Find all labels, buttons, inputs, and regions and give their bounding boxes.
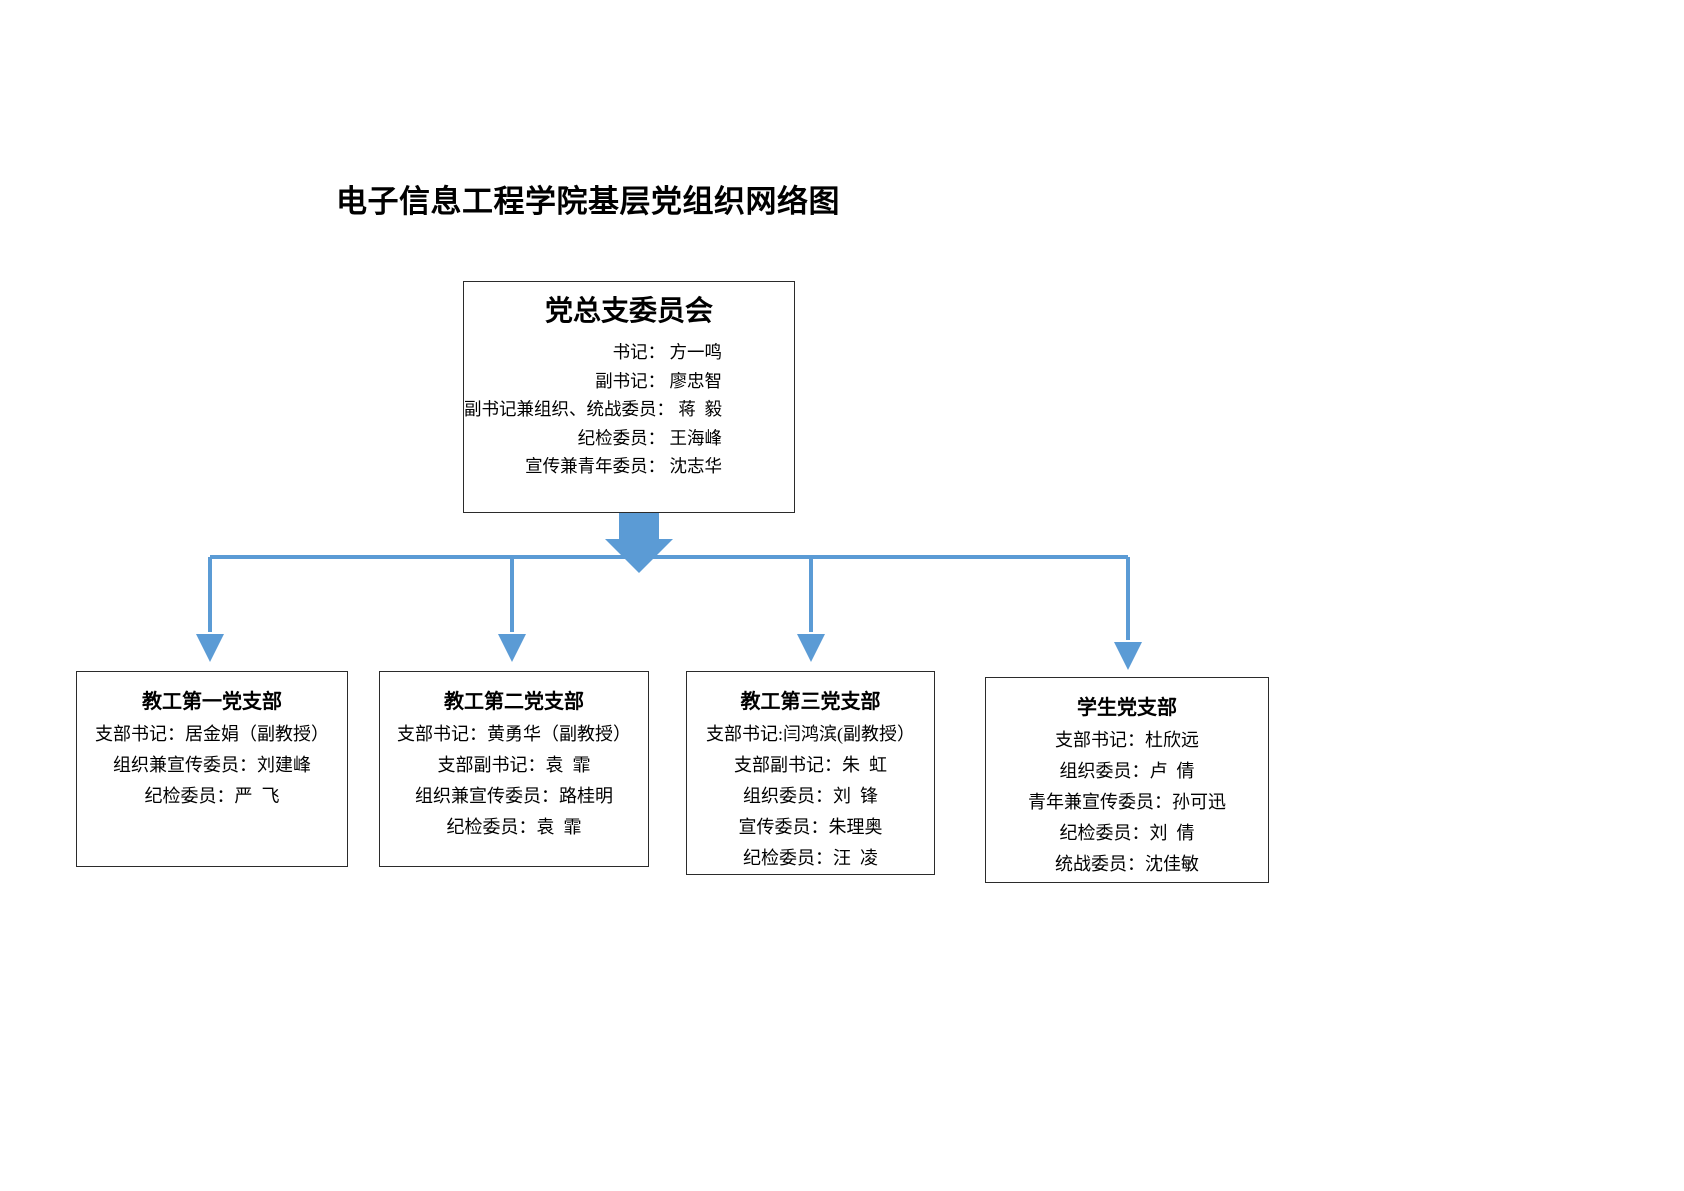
member-line: 纪检委员：严 飞 [144, 785, 280, 806]
member-line: 纪检委员： 王海峰 [577, 427, 722, 448]
connector-to-child-2 [498, 557, 526, 662]
member-line: 宣传兼青年委员： 沈志华 [525, 456, 722, 477]
member-line: 组织兼宣传委员：刘建峰 [113, 754, 311, 775]
member-line: 纪检委员：汪 凌 [743, 847, 878, 868]
member-line: 统战委员：沈佳敏 [1055, 853, 1199, 874]
page-title: 电子信息工程学院基层党组织网络图 [336, 184, 840, 219]
member-line: 宣传委员：朱理奥 [738, 816, 883, 837]
member-line: 支部书记：杜欣远 [1055, 730, 1199, 750]
node-title: 教工第三党支部 [740, 691, 881, 713]
member-line: 组织委员：卢 倩 [1059, 760, 1195, 781]
org-node-student-branch: 学生党支部 支部书记：杜欣远 组织委员：卢 倩 青年兼宣传委员：孙可迅 纪检委员… [985, 677, 1269, 883]
member-line: 支部书记：居金娟（副教授） [95, 724, 329, 744]
node-member-list: 书记： 方一鸣 副书记： 廖忠智 副书记兼组织、统战委员： 蒋 毅 纪检委员： … [464, 338, 794, 481]
member-line: 青年兼宣传委员：孙可迅 [1028, 791, 1226, 812]
org-node-party-general-branch-committee: 党总支委员会 书记： 方一鸣 副书记： 廖忠智 副书记兼组织、统战委员： 蒋 毅… [463, 281, 795, 513]
member-line: 支部书记:闫鸿滨(副教授） [706, 724, 915, 744]
org-node-faculty-branch-1: 教工第一党支部 支部书记：居金娟（副教授） 组织兼宣传委员：刘建峰 纪检委员：严… [76, 671, 348, 867]
member-line: 纪检委员：袁 霏 [446, 816, 582, 837]
org-node-faculty-branch-2: 教工第二党支部 支部书记：黄勇华（副教授） 支部副书记：袁 霏 组织兼宣传委员：… [379, 671, 649, 867]
member-line: 组织委员：刘 锋 [743, 785, 878, 806]
connector-to-child-4 [1114, 557, 1142, 670]
member-line: 支部副书记：朱 虹 [734, 754, 887, 775]
node-member-list: 支部书记：杜欣远 组织委员：卢 倩 青年兼宣传委员：孙可迅 纪检委员：刘 倩 统… [986, 725, 1268, 880]
member-line: 副书记兼组织、统战委员： 蒋 毅 [464, 399, 723, 420]
node-member-list: 支部书记：黄勇华（副教授） 支部副书记：袁 霏 组织兼宣传委员：路桂明 纪检委员… [380, 719, 648, 843]
member-line: 纪检委员：刘 倩 [1059, 822, 1195, 843]
org-node-faculty-branch-3: 教工第三党支部 支部书记:闫鸿滨(副教授） 支部副书记：朱 虹 组织委员：刘 锋… [686, 671, 935, 875]
node-title: 教工第二党支部 [444, 691, 584, 713]
node-member-list: 支部书记：居金娟（副教授） 组织兼宣传委员：刘建峰 纪检委员：严 飞 [77, 719, 347, 812]
member-line: 组织兼宣传委员：路桂明 [415, 785, 613, 806]
member-line: 支部副书记：袁 霏 [437, 754, 591, 775]
node-title: 教工第一党支部 [142, 691, 282, 713]
member-line: 副书记： 廖忠智 [595, 370, 722, 391]
connector-to-child-3 [797, 557, 825, 662]
node-title: 党总支委员会 [544, 295, 713, 326]
root-down-arrow [605, 505, 673, 573]
node-member-list: 支部书记:闫鸿滨(副教授） 支部副书记：朱 虹 组织委员：刘 锋 宣传委员：朱理… [687, 719, 934, 874]
member-line: 书记： 方一鸣 [612, 342, 722, 362]
node-title: 学生党支部 [1077, 697, 1177, 719]
connector-to-child-1 [196, 557, 224, 662]
member-line: 支部书记：黄勇华（副教授） [397, 724, 631, 744]
